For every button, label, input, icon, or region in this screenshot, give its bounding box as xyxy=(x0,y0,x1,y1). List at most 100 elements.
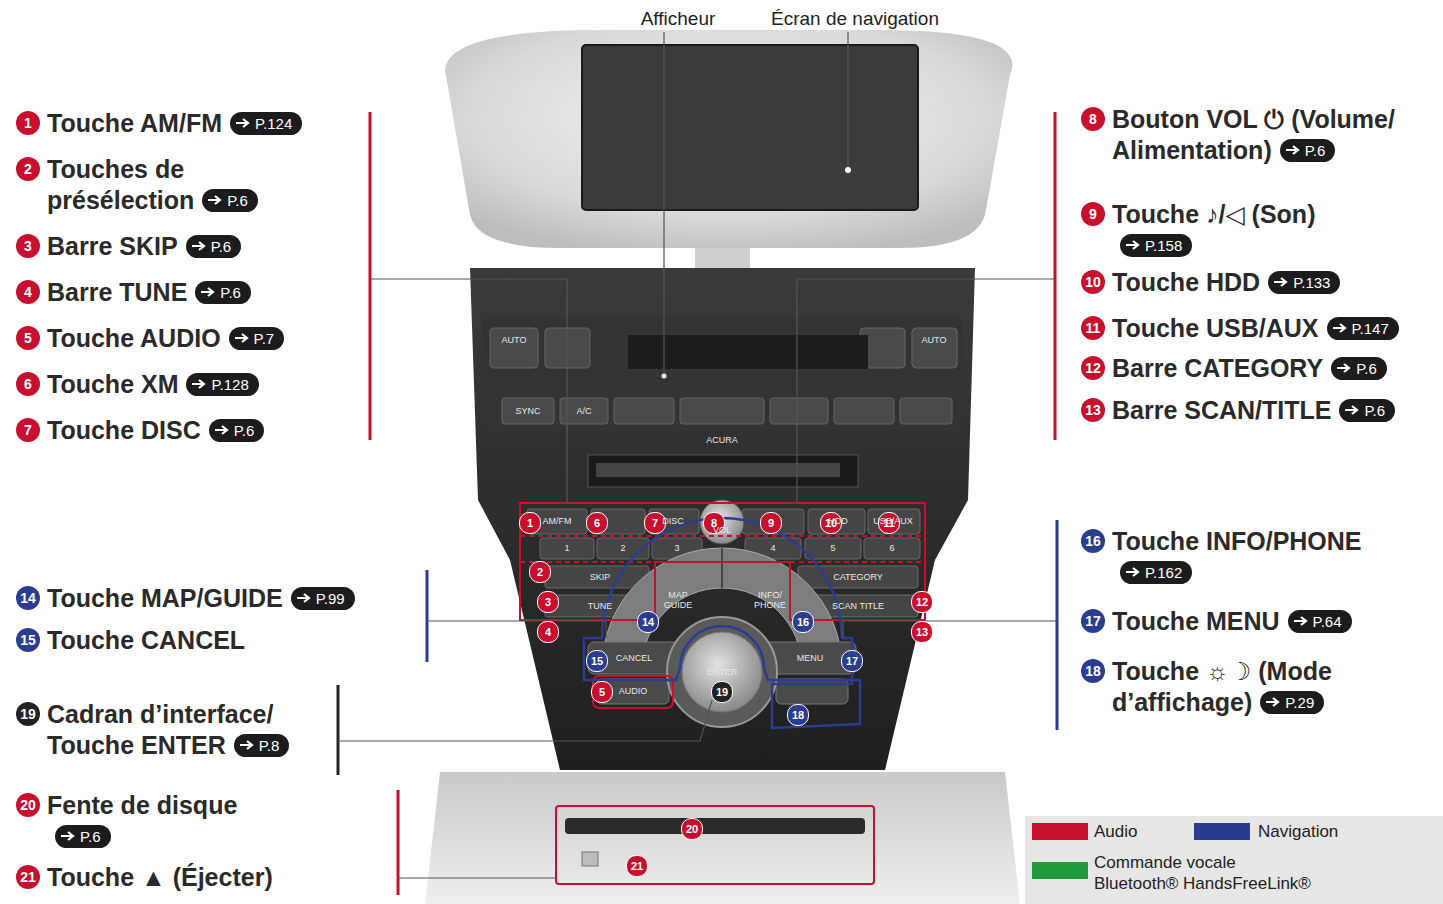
part-name: Touche XM xyxy=(47,370,178,398)
callout-number: 18 xyxy=(1081,659,1105,683)
legend-swatch xyxy=(1032,862,1088,879)
part-name: Touche ♪/◁ (Son) xyxy=(1112,200,1315,228)
arrow-glyph xyxy=(297,594,309,602)
callout-number: 5 xyxy=(16,326,40,350)
callout-text-block: Touche MAP/GUIDE P.99 xyxy=(47,583,417,614)
part-name: Touche AUDIO xyxy=(47,324,221,352)
reference-arrow xyxy=(1336,362,1352,374)
part-name: Fente de disque xyxy=(47,791,237,819)
page-reference: P.6 xyxy=(1280,139,1336,162)
callout-text-block: Touche DISCP.6 xyxy=(47,415,367,446)
callout-number: 1 xyxy=(16,111,40,135)
page-reference: P.29 xyxy=(1260,691,1324,714)
arrow-glyph xyxy=(61,832,73,840)
part-name: Bouton VOL ⏻ (Volume/ Alimentation) xyxy=(1112,105,1395,164)
callout-number: 4 xyxy=(16,280,40,304)
button-text: DISC xyxy=(649,516,697,526)
climate-panel xyxy=(482,318,962,430)
reference-arrow xyxy=(1344,404,1360,416)
reference-arrow xyxy=(235,117,251,129)
button-text: AUDIO xyxy=(608,686,658,696)
legend-text: Navigation xyxy=(1258,821,1378,842)
arrow-glyph xyxy=(1294,617,1306,625)
display-segments xyxy=(596,463,840,477)
eject-button xyxy=(582,852,598,866)
part-name: Touches de présélection xyxy=(47,155,194,214)
part-name: Barre SKIP xyxy=(47,232,178,260)
arrow-glyph xyxy=(192,380,204,388)
leader-lines xyxy=(338,32,1057,878)
callout-number: 14 xyxy=(16,586,40,610)
arrow-glyph xyxy=(1126,568,1138,576)
reference-arrow xyxy=(191,240,207,252)
callout-number: 9 xyxy=(1081,202,1105,226)
button-text: USB/AUX xyxy=(867,516,919,526)
button-text: ACURA xyxy=(697,435,747,445)
callout-text-block: Cadran d’interface/ Touche ENTERP.8 xyxy=(47,699,329,761)
button-text: SKIP xyxy=(575,572,625,582)
callout-number: 17 xyxy=(841,650,863,672)
reference-arrow xyxy=(1273,276,1289,288)
callout-number: 12 xyxy=(911,591,933,613)
page-reference: P.162 xyxy=(1120,561,1192,584)
arrow-glyph xyxy=(240,741,252,749)
part-name: Barre TUNE xyxy=(47,278,187,306)
callout-text-block: Touche ♪/◁ (Son) P.158 xyxy=(1112,199,1382,261)
callout-text-block: Barre TUNEP.6 xyxy=(47,277,367,308)
callout-number: 12 xyxy=(1081,356,1105,380)
leader-dot xyxy=(845,167,851,173)
part-name: Touche ▲ (Éjecter) xyxy=(47,863,273,891)
console-body xyxy=(470,268,975,770)
part-name: Touche HDD xyxy=(1112,268,1260,296)
audio-display xyxy=(588,455,858,487)
callout-number: 15 xyxy=(586,650,608,672)
page-number: P.6 xyxy=(227,189,248,212)
callout-text-block: Touche ☼☽ (Mode d’affichage)P.29 xyxy=(1112,656,1422,718)
callout-number: 3 xyxy=(16,234,40,258)
callout-text-block: Touche XM P.128 xyxy=(47,369,367,400)
page-reference: P.124 xyxy=(230,112,302,135)
page-number: P.6 xyxy=(1356,357,1377,380)
legend-swatch xyxy=(1194,823,1250,840)
button-text: VOL xyxy=(707,525,737,535)
callout-number: 2 xyxy=(16,157,40,181)
page-reference: P.8 xyxy=(234,734,290,757)
callout-number: 15 xyxy=(16,628,40,652)
arrow-glyph xyxy=(1126,241,1138,249)
page-number: P.128 xyxy=(211,373,248,396)
callout-number: 16 xyxy=(792,611,814,633)
navigation-bracket xyxy=(427,520,1057,730)
page-reference: P.99 xyxy=(291,587,355,610)
callout-number: 18 xyxy=(787,704,809,726)
page-number: P.162 xyxy=(1145,561,1182,584)
dial-bracket xyxy=(337,685,340,775)
callout-number: 21 xyxy=(626,855,648,877)
callout-number: 17 xyxy=(1081,609,1105,633)
page-reference: P.64 xyxy=(1288,610,1352,633)
reference-arrow xyxy=(207,194,223,206)
arrow-glyph xyxy=(192,242,204,250)
callout-number: 20 xyxy=(681,818,703,840)
arrow-glyph xyxy=(1274,278,1286,286)
button-text: MAP GUIDE xyxy=(658,590,698,610)
callout-number: 1 xyxy=(519,512,541,534)
part-name: Barre CATEGORY xyxy=(1112,354,1323,382)
arrow-glyph xyxy=(215,426,227,434)
button-text: AUTO xyxy=(499,335,529,345)
callout-text-block: Fente de disqueP.6 xyxy=(47,790,277,852)
button-text: CANCEL xyxy=(609,653,659,663)
reference-arrow xyxy=(1125,239,1141,251)
button-text: 6 xyxy=(882,543,902,553)
page-number: P.8 xyxy=(259,734,280,757)
page-number: P.158 xyxy=(1145,234,1182,257)
button-text: ENTER xyxy=(702,667,742,677)
audio-bracket xyxy=(370,112,1055,895)
arrow-glyph xyxy=(1333,324,1345,332)
part-name: Touche MAP/GUIDE xyxy=(47,584,283,612)
audio-outline xyxy=(520,503,925,884)
part-name: Touche DISC xyxy=(47,416,201,444)
page-number: P.6 xyxy=(1364,399,1385,422)
page-number: P.29 xyxy=(1285,691,1314,714)
callout-number: 10 xyxy=(1081,270,1105,294)
